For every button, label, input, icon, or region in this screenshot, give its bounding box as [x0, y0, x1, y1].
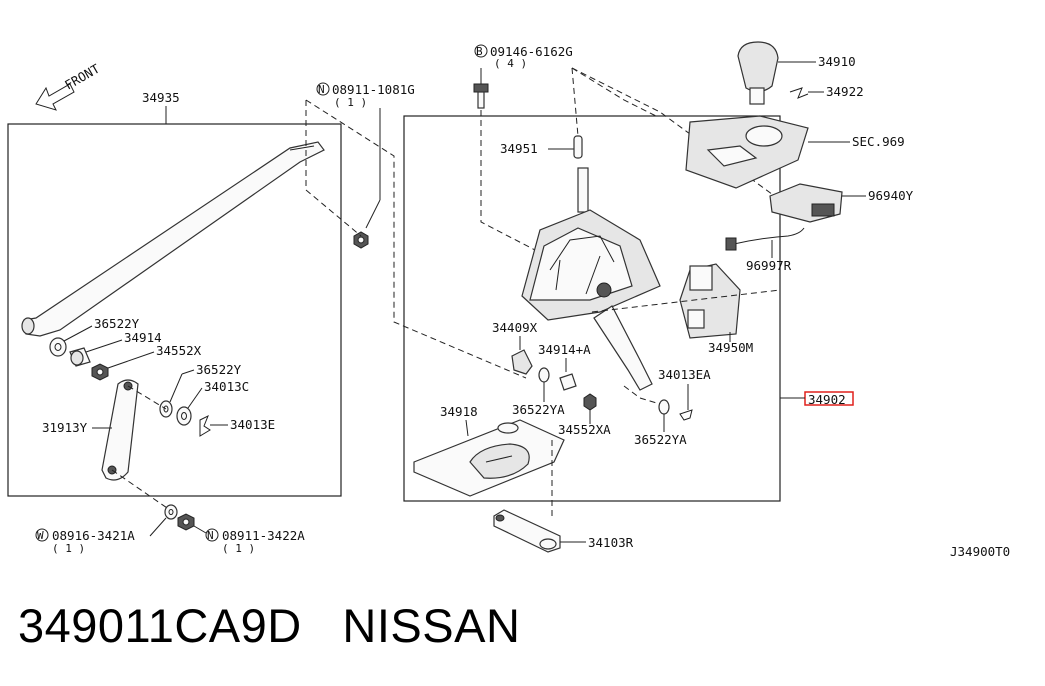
callout-08911-1081g-tag: N: [318, 83, 325, 96]
callout-34552x: 34552X: [156, 343, 202, 358]
washer-36522ya-b: [658, 399, 670, 415]
harness-96997r: [725, 227, 805, 251]
callout-08911-3422a: 08911-3422A: [222, 528, 305, 543]
knob-34910: [737, 41, 779, 105]
callout-34103r: 34103R: [588, 535, 634, 550]
callout-34409x: 34409X: [492, 320, 538, 335]
callout-36522y-a: 36522Y: [94, 316, 140, 331]
callout-08911-1081g: 08911-1081G: [332, 82, 415, 97]
front-arrow: FRONT: [35, 61, 102, 111]
callout-08916: 08916-3421A: [52, 528, 135, 543]
callout-34013c: 34013C: [204, 379, 249, 394]
bracket-34409x: [511, 349, 533, 375]
callout-34950m: 34950M: [708, 340, 753, 355]
shifter-assembly: [521, 167, 661, 391]
shift-rod-34935: [21, 141, 325, 337]
console-finisher-sec969: [685, 115, 809, 189]
callout-96940y: 96940Y: [868, 188, 914, 203]
callout-36522ya-b: 36522YA: [634, 432, 687, 447]
callout-08911-1081g-qty: ( 1 ): [334, 96, 367, 109]
nut-34552x: [91, 363, 109, 381]
callout-08916-qty: ( 1 ): [52, 542, 85, 555]
callout-34922: 34922: [826, 84, 864, 99]
nut-08911-3422a: [177, 513, 195, 531]
callout-08911-3422a-tag: N: [207, 529, 214, 542]
link-31913y: [101, 379, 139, 481]
callout-36522y-b: 36522Y: [196, 362, 242, 377]
bolt-09146: [473, 83, 489, 109]
nut-34552xa: [583, 393, 597, 411]
callout-36522ya-a: 36522YA: [512, 402, 565, 417]
clip-34013e: [199, 414, 211, 437]
callout-09146: 09146-6162G: [490, 44, 573, 59]
bushing-34914a: [559, 373, 577, 391]
nut-08911-1081g: [353, 231, 369, 249]
callout-34910: 34910: [818, 54, 856, 69]
bushing-34914: [69, 347, 91, 367]
callout-sec969: SEC.969: [852, 134, 905, 149]
callout-08911-3422a-qty: ( 1 ): [222, 542, 255, 555]
indicator-plate-34918: [413, 419, 565, 497]
callout-34951: 34951: [500, 141, 538, 156]
callout-34552xa: 34552XA: [558, 422, 611, 437]
callout-34013e: 34013E: [230, 417, 275, 432]
diagram-code: J34900T0: [950, 544, 1010, 559]
callout-34935: 34935: [142, 90, 180, 105]
callout-34918: 34918: [440, 404, 478, 419]
callout-08916-tag: W: [37, 529, 44, 542]
callout-34902: 34902: [808, 392, 846, 407]
clip-34013ea: [679, 409, 693, 421]
solenoid-34950m: [679, 263, 741, 339]
callout-96997r: 96997R: [746, 258, 792, 273]
washer-34013c: [176, 406, 192, 426]
rod-assembly-box: [7, 123, 342, 497]
washer-36522ya-a: [538, 367, 550, 383]
lever-34103r: [493, 509, 561, 553]
callout-09146-tag: B: [476, 45, 483, 58]
washer-08916: [164, 504, 178, 520]
callout-34914: 34914: [124, 330, 162, 345]
indicator-96940y: [769, 183, 843, 223]
clip-34922: [789, 87, 809, 99]
callout-34914a: 34914+A: [538, 342, 591, 357]
part-number-title: 349011CA9D NISSAN: [18, 599, 521, 652]
pin-34951: [573, 135, 583, 159]
shifter-assembly-box: [403, 115, 781, 502]
callout-31913y: 31913Y: [42, 420, 88, 435]
front-label: FRONT: [62, 61, 102, 93]
washer-36522y-a: [49, 337, 67, 357]
callout-09146-qty: ( 4 ): [494, 57, 527, 70]
callout-34013ea: 34013EA: [658, 367, 711, 382]
